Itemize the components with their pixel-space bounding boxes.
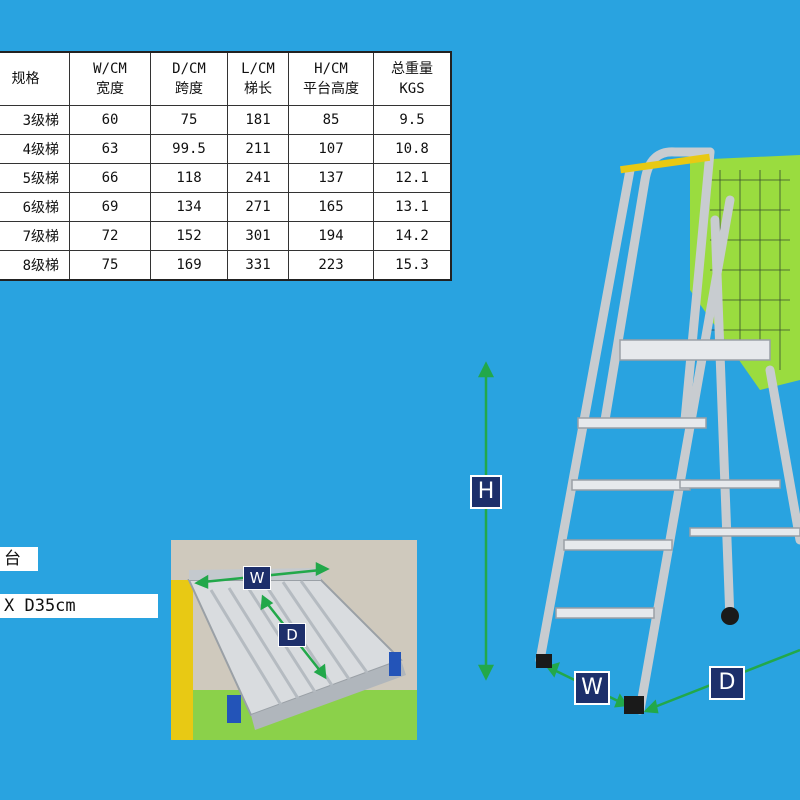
- table-cell: 223: [288, 250, 374, 281]
- table-cell: 15.3: [373, 250, 452, 281]
- table-cell: 75: [150, 105, 228, 135]
- table-cell: 5级梯: [0, 163, 70, 193]
- table-cell: 7级梯: [0, 221, 70, 251]
- table-cell: 194: [288, 221, 374, 251]
- table-cell: 165: [288, 192, 374, 222]
- platform-size-label: X D35cm: [0, 594, 158, 618]
- ladder-illustration: [460, 140, 800, 740]
- table-cell: 6级梯: [0, 192, 70, 222]
- table-cell: 241: [227, 163, 289, 193]
- table-cell: 181: [227, 105, 289, 135]
- table-cell: 12.1: [373, 163, 452, 193]
- table-cell: 13.1: [373, 192, 452, 222]
- table-cell: 134: [150, 192, 228, 222]
- table-cell: 85: [288, 105, 374, 135]
- table-cell: 3级梯: [0, 105, 70, 135]
- table-cell: 137: [288, 163, 374, 193]
- table-cell: 107: [288, 134, 374, 164]
- table-cell: 331: [227, 250, 289, 281]
- platform-label: 台: [0, 547, 38, 571]
- table-cell: 211: [227, 134, 289, 164]
- header-spec: 规格: [0, 51, 70, 106]
- table-cell: 9.5: [373, 105, 452, 135]
- table-cell: 72: [69, 221, 151, 251]
- inset-width-marker: W: [243, 566, 271, 590]
- table-cell: 271: [227, 192, 289, 222]
- inset-depth-marker: D: [278, 623, 306, 647]
- table-cell: 10.8: [373, 134, 452, 164]
- ladder-drawing: [477, 147, 800, 715]
- depth-marker: D: [709, 666, 745, 700]
- height-marker: H: [470, 475, 502, 509]
- table-cell: 75: [69, 250, 151, 281]
- table-cell: 63: [69, 134, 151, 164]
- table-cell: 301: [227, 221, 289, 251]
- table-cell: 152: [150, 221, 228, 251]
- table-cell: 8级梯: [0, 250, 70, 281]
- table-cell: 4级梯: [0, 134, 70, 164]
- table-cell: 99.5: [150, 134, 228, 164]
- table-cell: 169: [150, 250, 228, 281]
- width-marker: W: [574, 671, 610, 705]
- table-cell: 69: [69, 192, 151, 222]
- table-cell: 66: [69, 163, 151, 193]
- table-cell: 60: [69, 105, 151, 135]
- table-cell: 14.2: [373, 221, 452, 251]
- table-cell: 118: [150, 163, 228, 193]
